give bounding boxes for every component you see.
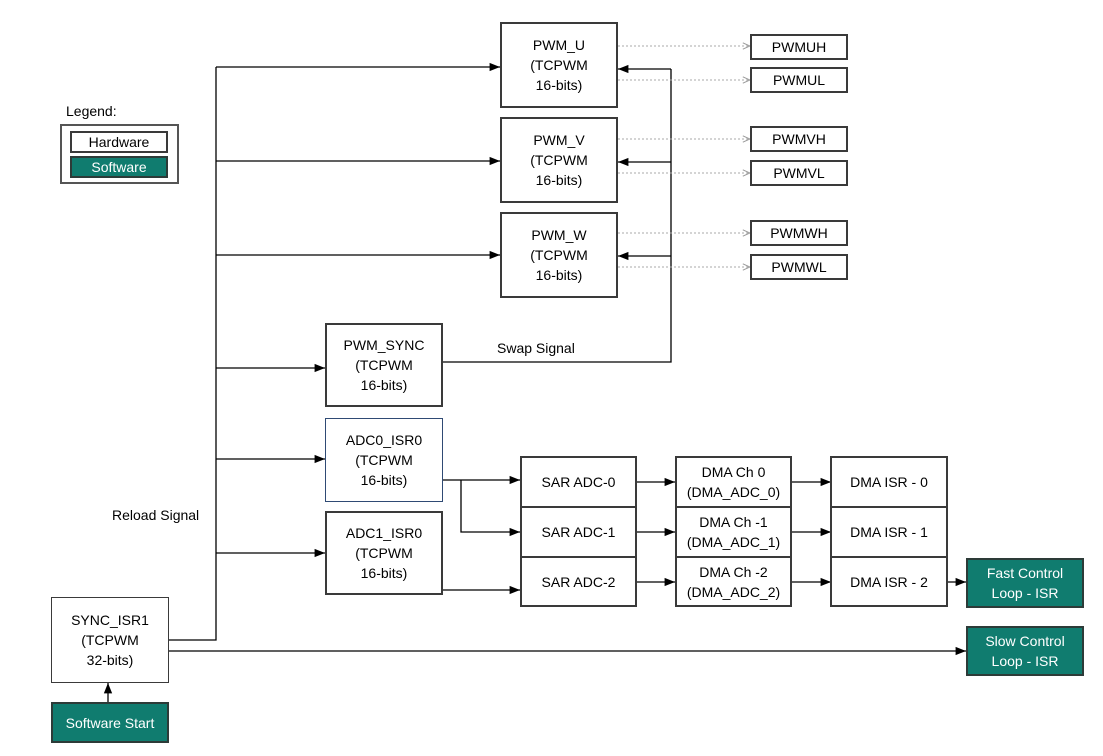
reload-trunk	[168, 67, 217, 641]
legend-software: Software	[70, 156, 168, 178]
pwmwh-output: PWMWH	[750, 220, 848, 246]
pwmuh-output: PWMUH	[750, 34, 848, 60]
legend: Hardware Software	[60, 124, 179, 184]
adc1-isr0-block: ADC1_ISR0 (TCPWM 16-bits)	[325, 511, 443, 595]
wire-adc0-branch	[460, 480, 520, 537]
slow-control-loop-isr: Slow Control Loop - ISR	[966, 626, 1084, 676]
software-start-block: Software Start	[51, 702, 169, 743]
adc0-isr0-block: ADC0_ISR0 (TCPWM 16-bits)	[325, 418, 443, 502]
pwmwl-output: PWMWL	[750, 254, 848, 280]
pwm-sync-block: PWM_SYNC (TCPWM 16-bits)	[325, 323, 443, 407]
pwm-w-block: PWM_W (TCPWM 16-bits)	[500, 212, 618, 298]
legend-title: Legend:	[66, 103, 117, 119]
pwm-u-block: PWM_U (TCPWM 16-bits)	[500, 22, 618, 108]
reload-signal-label: Reload Signal	[112, 507, 200, 523]
swap-signal-wire	[442, 69, 672, 363]
pwmul-output: PWMUL	[750, 67, 848, 93]
swap-signal-label: Swap Signal	[497, 340, 575, 356]
dma-ch-2: DMA Ch -2 (DMA_ADC_2)	[675, 556, 792, 607]
pwm-v-block: PWM_V (TCPWM 16-bits)	[500, 117, 618, 203]
sar-adc-1: SAR ADC-1	[520, 506, 637, 558]
dma-isr-1: DMA ISR - 1	[830, 506, 948, 558]
dma-isr-2: DMA ISR - 2	[830, 556, 948, 607]
fast-control-loop-isr: Fast Control Loop - ISR	[966, 558, 1084, 608]
sar-adc-2: SAR ADC-2	[520, 556, 637, 607]
sync-isr1-block: SYNC_ISR1 (TCPWM 32-bits)	[51, 597, 169, 683]
pwmvl-output: PWMVL	[750, 160, 848, 186]
sar-adc-0: SAR ADC-0	[520, 456, 637, 508]
pwmvh-output: PWMVH	[750, 126, 848, 152]
dma-isr-0: DMA ISR - 0	[830, 456, 948, 508]
dma-ch-0: DMA Ch 0 (DMA_ADC_0)	[675, 456, 792, 508]
legend-hardware: Hardware	[70, 131, 168, 153]
dma-ch-1: DMA Ch -1 (DMA_ADC_1)	[675, 506, 792, 558]
